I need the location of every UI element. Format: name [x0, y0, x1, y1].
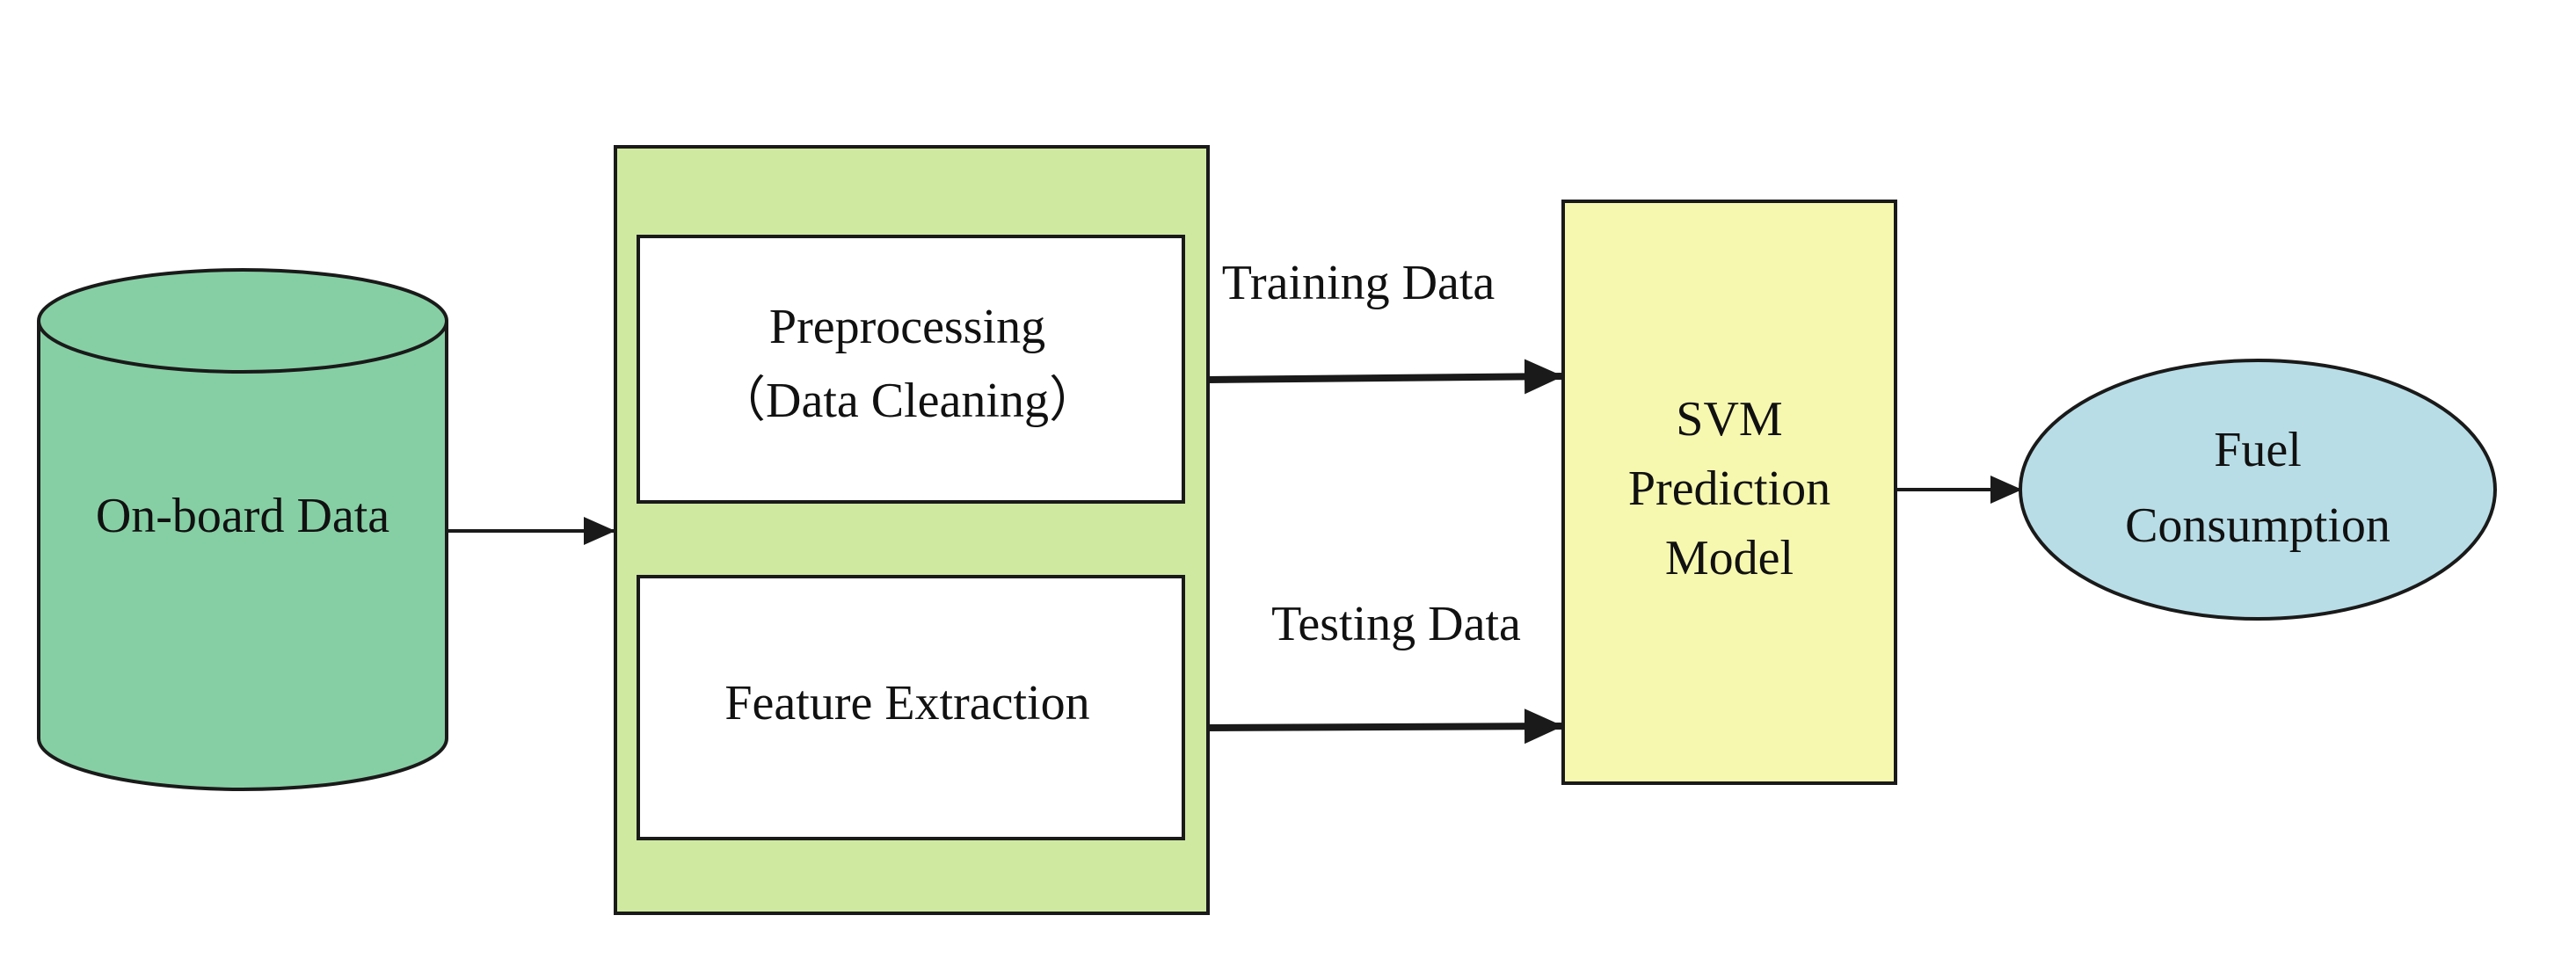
feature-extraction-box: [637, 575, 1185, 840]
cylinder-body: [37, 321, 448, 791]
svm-model-box: [1561, 200, 1897, 785]
feature-extraction-node: Feature Extraction: [637, 575, 1185, 840]
preprocessing-node: Preprocessing （Data Cleaning）: [637, 235, 1185, 504]
preprocessing-title: Preprocessing: [769, 300, 1045, 354]
testing-data-edge: Testing Data: [1207, 597, 1563, 745]
fuel-consumption-line2: Consumption: [2125, 498, 2390, 553]
preprocessing-subtitle: （Data Cleaning）: [717, 374, 1098, 428]
fuel-consumption-node: Fuel Consumption: [2019, 359, 2497, 621]
training-data-edge: Training Data: [1207, 256, 1563, 395]
svm-model-line1: SVM: [1676, 392, 1782, 447]
svm-model-node: SVM Prediction Model: [1561, 200, 1897, 785]
processing-block: Preprocessing （Data Cleaning） Feature Ex…: [614, 145, 1210, 915]
testing-data-arrow: [1207, 708, 1563, 745]
cylinder-top: [37, 268, 448, 374]
onboard-data-node: On-board Data: [37, 268, 448, 791]
training-data-label: Training Data: [1222, 256, 1495, 310]
testing-data-label: Testing Data: [1271, 597, 1521, 651]
feature-extraction-label: Feature Extraction: [724, 676, 1089, 730]
fuel-consumption-ellipse: [2019, 359, 2497, 621]
fuel-consumption-line1: Fuel: [2214, 423, 2302, 477]
preprocessing-box: [637, 235, 1185, 504]
training-data-arrow: [1207, 359, 1563, 395]
svm-model-line3: Model: [1665, 531, 1794, 585]
svm-model-line2: Prediction: [1628, 461, 1830, 516]
onboard-data-label: On-board Data: [96, 489, 389, 543]
